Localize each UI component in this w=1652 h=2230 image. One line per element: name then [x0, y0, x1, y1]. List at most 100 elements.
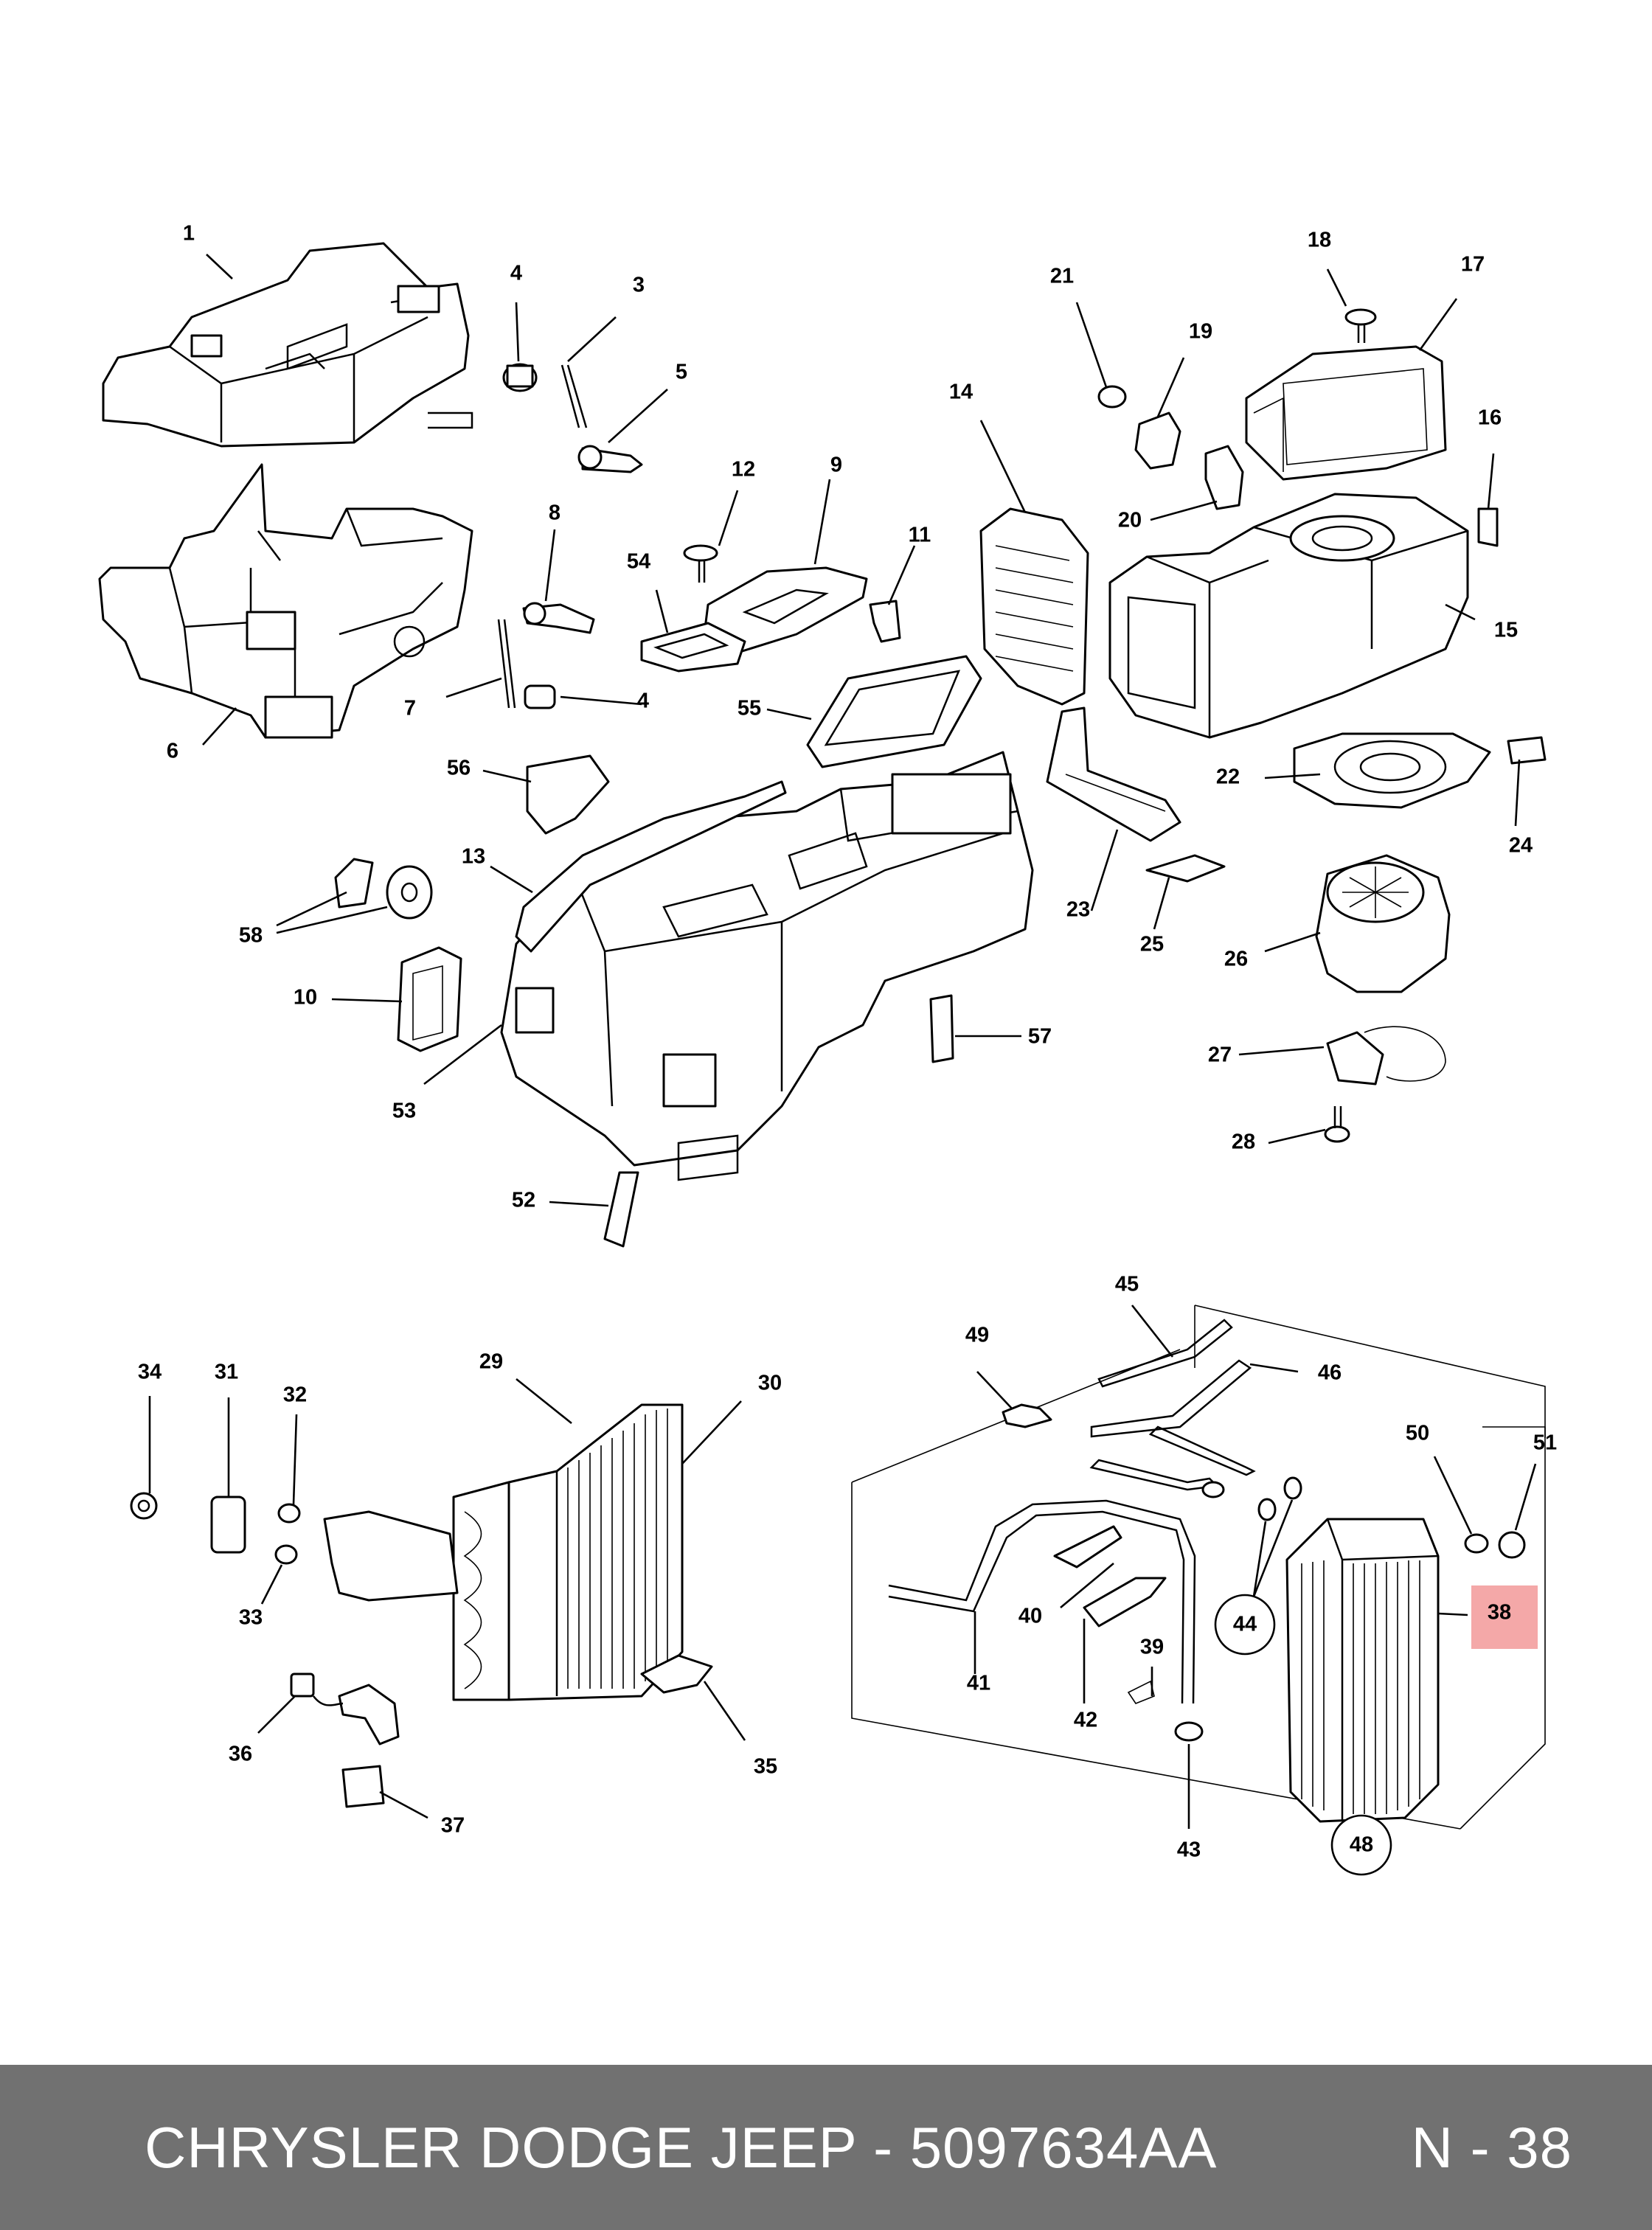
callout-10: 10 — [294, 986, 317, 1010]
part-50-nut — [1464, 1533, 1489, 1554]
footer-page-number: N - 38 — [1411, 2114, 1572, 2180]
callout-17: 17 — [1461, 253, 1485, 277]
callout-12: 12 — [732, 458, 755, 482]
part-30-evaporator — [507, 1403, 684, 1701]
callout-44-circle: 44 — [1214, 1594, 1276, 1656]
part-42-bracket — [1083, 1577, 1167, 1628]
part-21-bulb — [1097, 385, 1127, 409]
part-57-drain-tube — [603, 1171, 639, 1248]
part-19-sensor — [1134, 411, 1181, 470]
callout-6: 6 — [167, 740, 178, 763]
callout-33: 33 — [239, 1606, 263, 1630]
svg-text:38: 38 — [1488, 1601, 1511, 1625]
callout-18: 18 — [1308, 229, 1331, 252]
callout-16: 16 — [1478, 406, 1502, 430]
callout-22: 22 — [1216, 765, 1240, 789]
callout-20: 20 — [1118, 509, 1142, 532]
callout-23: 23 — [1066, 898, 1090, 922]
part-29-evaporator-header — [452, 1481, 510, 1701]
part-31-valve — [210, 1496, 246, 1554]
part-43-o-ring — [1174, 1721, 1204, 1742]
exploded-parts-diagram: 1 4 3 5 8 4 12 9 11 54 55 6 7 14 15 16 1… — [98, 222, 1557, 1876]
part-11-clip — [869, 600, 901, 643]
callout-48-circle: 48 — [1330, 1814, 1392, 1876]
part-3-rod — [560, 364, 588, 428]
callout-32: 32 — [283, 1383, 307, 1407]
footer-title: CHRYSLER DODGE JEEP - 5097634AA — [145, 2114, 1218, 2180]
part-39-clip — [1127, 1680, 1155, 1704]
part-25-bracket — [1145, 854, 1226, 883]
part-13-brace — [515, 780, 787, 953]
callout-13: 13 — [462, 845, 485, 869]
callout-57: 52 — [512, 1189, 535, 1212]
part-18-screw — [1344, 308, 1377, 343]
callout-55: 56 — [447, 757, 471, 780]
callout-34: 34 — [138, 1361, 162, 1384]
part-45-46-heater-pipes — [1089, 1319, 1256, 1498]
svg-text:48: 48 — [1350, 1833, 1373, 1857]
callout-8: 8 — [549, 501, 560, 525]
callout-42: 42 — [1074, 1709, 1097, 1732]
callout-29: 29 — [479, 1350, 503, 1374]
part-22-blower-base — [1293, 732, 1491, 809]
callout-30: 30 — [758, 1372, 782, 1395]
part-4-sensor-top — [502, 363, 538, 392]
callout-14: 14 — [949, 381, 973, 404]
highlight-box — [1471, 1585, 1538, 1649]
callout-28: 28 — [1232, 1130, 1255, 1154]
callout-53: 54 — [627, 550, 650, 574]
callout-36: 36 — [229, 1743, 252, 1766]
part-17-filter-cover — [1245, 345, 1447, 481]
part-5-actuator-pin — [577, 445, 643, 473]
part-34-nut — [130, 1492, 158, 1520]
callout-labels: 1 4 3 5 8 4 12 9 11 54 55 6 7 14 15 16 1… — [138, 222, 1557, 1876]
callout-5: 5 — [676, 361, 687, 384]
callout-24: 24 — [1509, 834, 1533, 858]
callout-41: 41 — [967, 1672, 990, 1695]
callout-38-highlight: 38 — [1471, 1585, 1538, 1649]
callout-27: 27 — [1208, 1043, 1232, 1067]
part-32-o-ring — [277, 1503, 301, 1524]
svg-text:44: 44 — [1233, 1613, 1257, 1636]
part-4-sensor-mid — [524, 684, 556, 709]
callout-37: 37 — [441, 1814, 465, 1838]
callout-3: 3 — [633, 274, 645, 297]
part-23-duct — [1046, 706, 1181, 842]
part-56-filter-door — [929, 994, 954, 1063]
part-54-seal-frame — [806, 655, 982, 768]
callout-35: 35 — [754, 1755, 777, 1779]
part-12-screw — [683, 544, 718, 583]
footer-bar: CHRYSLER DODGE JEEP - 5097634AA N - 38 — [0, 2065, 1652, 2230]
part-53-gasket — [640, 622, 746, 673]
callout-40: 40 — [1018, 1605, 1042, 1628]
part-51-nut — [1498, 1531, 1526, 1559]
callout-9: 9 — [830, 454, 842, 477]
callout-7: 7 — [404, 697, 416, 720]
callout-19: 19 — [1189, 320, 1212, 344]
callout-50: 50 — [1406, 1422, 1429, 1445]
central-hvac-assembly — [500, 751, 1034, 1181]
part-40-bracket — [1053, 1525, 1122, 1569]
part-6-lower-housing — [98, 463, 473, 739]
callout-25: 25 — [1140, 933, 1164, 956]
part-24-clip — [1507, 736, 1547, 765]
callout-49: 49 — [965, 1324, 989, 1347]
callout-21: 21 — [1050, 265, 1074, 288]
part-16-clip — [1477, 507, 1499, 547]
callout-58: 58 — [239, 924, 263, 948]
callout-1: 1 — [183, 222, 195, 246]
part-48-group-frame — [1482, 1426, 1546, 1438]
callout-4-top: 4 — [510, 262, 522, 285]
part-36-sensor-wire — [290, 1672, 400, 1746]
heater-core-assembly-frame — [851, 1305, 1546, 1830]
callout-4-mid: 4 — [637, 690, 649, 713]
callout-43: 43 — [1177, 1838, 1201, 1862]
part-10-module — [397, 946, 462, 1052]
callout-46: 46 — [1318, 1361, 1342, 1385]
part-58-grommets — [334, 858, 433, 920]
part-1-upper-housing — [102, 242, 473, 448]
part-27-resistor — [1326, 1026, 1446, 1086]
part-14-filter — [979, 507, 1089, 706]
callout-26: 26 — [1224, 948, 1248, 971]
